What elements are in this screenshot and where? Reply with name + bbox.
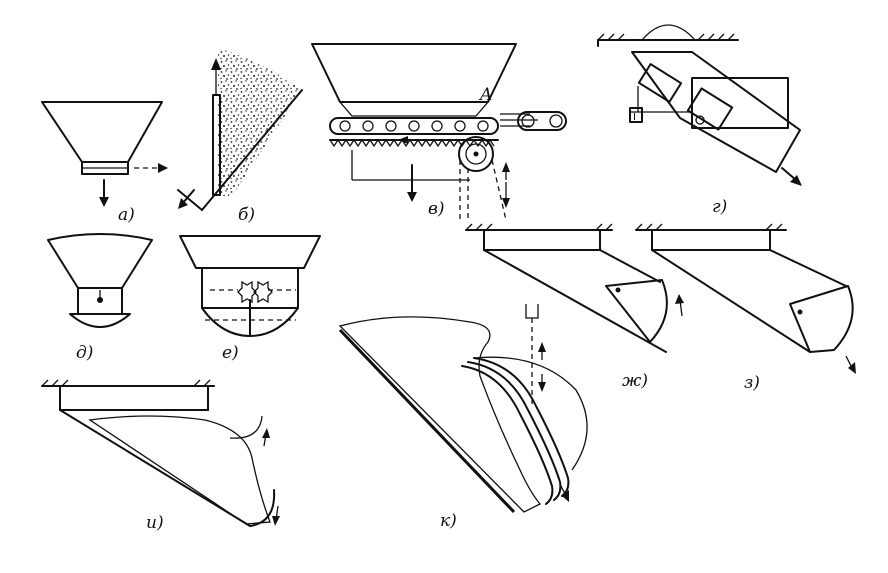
- flow-arrow-g: [790, 175, 802, 186]
- drive-sprocket: [458, 136, 494, 172]
- diagram-k: к): [338, 304, 588, 531]
- motor-label: I: [633, 112, 636, 123]
- feeder-trough: [631, 51, 801, 173]
- label-k: к): [440, 511, 457, 531]
- chain-curtain: [461, 356, 588, 505]
- label-g: г): [712, 197, 727, 217]
- apron-conveyor: [329, 117, 499, 135]
- diagram-z: з): [635, 223, 856, 393]
- label-zh: ж): [622, 371, 648, 391]
- label-e: е): [222, 343, 239, 363]
- belt-direction-arrow: [398, 136, 408, 144]
- chain-hook: [525, 304, 539, 319]
- chain-right: [491, 159, 507, 221]
- label-i: и): [146, 513, 164, 533]
- diagram-g: I г): [597, 24, 802, 217]
- chute-wall-b: [201, 89, 303, 211]
- hopper-a: [41, 101, 163, 163]
- sector-gate-z: [789, 285, 854, 353]
- belt-drive: [517, 111, 567, 131]
- chute-bottom-zh: [483, 249, 667, 353]
- gate-sprockets: [237, 280, 273, 304]
- sector-gate-d: [69, 313, 131, 328]
- vibrator-motor: [637, 63, 683, 103]
- label-d: д): [76, 343, 93, 363]
- label-v: в): [428, 199, 445, 219]
- chain-left: [459, 160, 469, 220]
- point-label-a: A: [478, 85, 492, 105]
- diagram-e: е): [179, 235, 321, 363]
- chute-bottom-k: [338, 328, 516, 514]
- diagram-zh: ж): [465, 223, 684, 391]
- diagram-i: и): [41, 379, 280, 533]
- label-z: з): [744, 373, 760, 393]
- sector-gate-zh: [605, 279, 668, 343]
- diagram-d: д): [47, 233, 153, 363]
- lump-material-k: [338, 316, 542, 513]
- label-b: б): [238, 205, 255, 225]
- hopper-d: [47, 233, 153, 289]
- label-a: а): [118, 205, 135, 225]
- diagram-a: а): [41, 101, 168, 225]
- lump-material-i: [88, 415, 271, 525]
- diagram-v: A в): [311, 43, 567, 221]
- diagram-b: б): [177, 48, 303, 225]
- material-pile-g: [640, 24, 697, 41]
- chute-bottom-i: [59, 409, 251, 527]
- gate-lift-arrow: [211, 58, 221, 70]
- motor-box-g: [629, 107, 643, 123]
- chute-bottom-z: [651, 249, 811, 353]
- apron-rollers: [339, 120, 489, 132]
- hopper-e: [179, 235, 321, 269]
